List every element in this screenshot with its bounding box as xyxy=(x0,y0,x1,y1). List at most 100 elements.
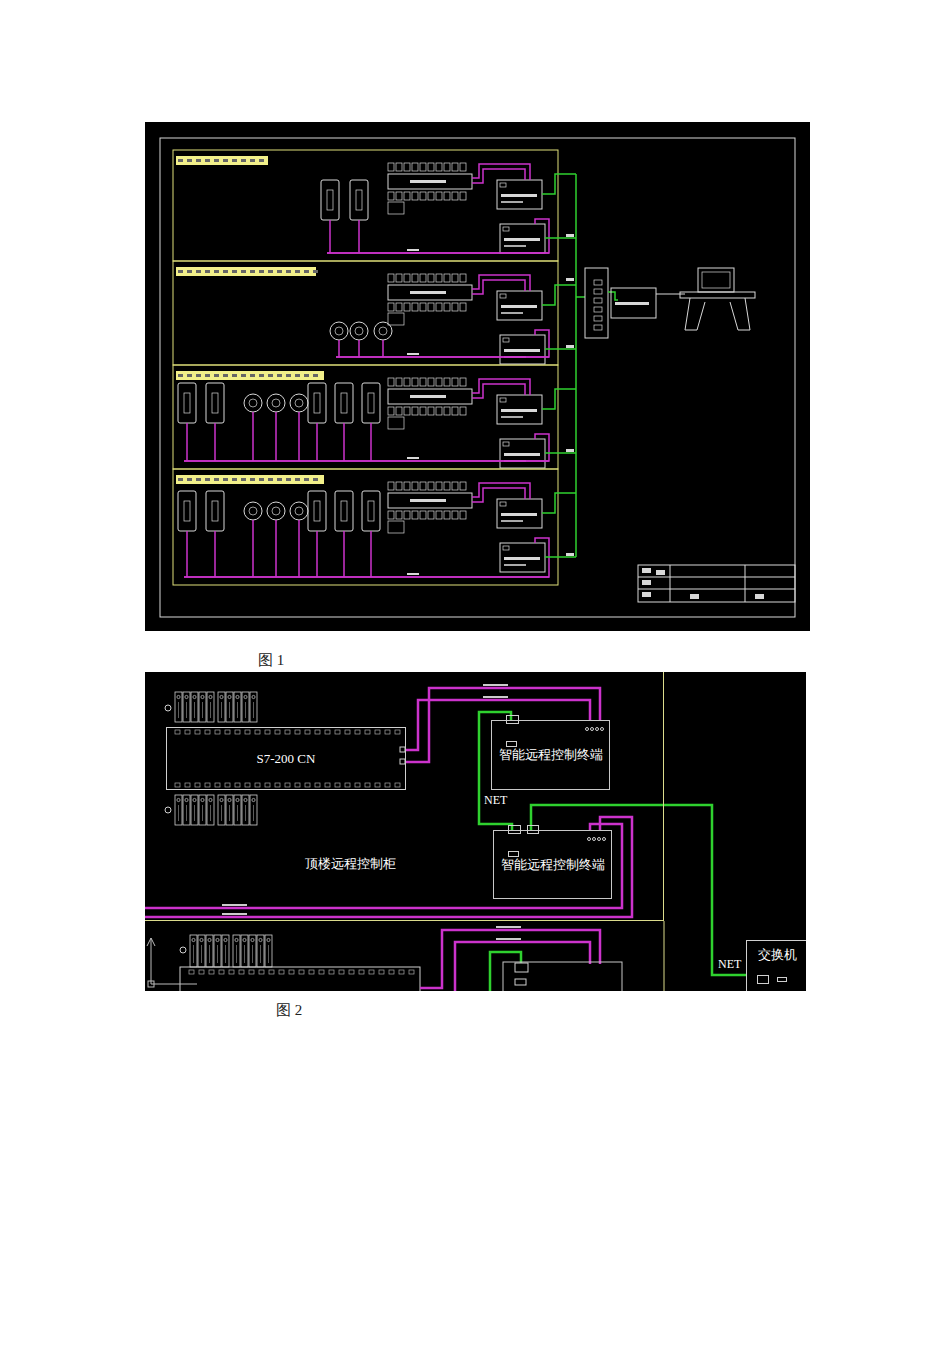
terminal-line xyxy=(202,805,203,821)
terminal-text-bar xyxy=(501,513,537,516)
terminal-line xyxy=(210,805,211,821)
header-dash xyxy=(187,374,192,377)
terminal-screw xyxy=(235,938,238,941)
terminal-block xyxy=(444,274,450,282)
terminal-port xyxy=(503,227,509,231)
plc-pin xyxy=(359,970,364,974)
breaker-symbol xyxy=(165,705,171,711)
terminal-block xyxy=(388,192,394,200)
plc-pin xyxy=(385,783,390,787)
terminal-text-bar xyxy=(504,238,540,241)
terminal-port xyxy=(503,442,509,446)
plc-pin xyxy=(379,970,384,974)
plc-pin xyxy=(265,783,270,787)
plc-pin xyxy=(219,970,224,974)
plc-box: S7-200 CN xyxy=(166,727,406,790)
terminal-screw xyxy=(251,938,254,941)
plc-box-partial xyxy=(180,967,420,991)
terminal-line xyxy=(229,805,230,821)
terminal-block xyxy=(388,482,394,490)
signal-wire xyxy=(472,275,530,291)
terminal-block xyxy=(396,407,402,415)
terminal-block xyxy=(404,303,410,311)
terminal-text-bar xyxy=(501,201,523,203)
terminal-block xyxy=(420,511,426,519)
plc-pin xyxy=(239,970,244,974)
terminal-line xyxy=(237,805,238,821)
terminal-block xyxy=(444,163,450,171)
terminal-line xyxy=(178,702,179,718)
bus-wire xyxy=(184,460,549,462)
terminal-block xyxy=(396,192,402,200)
title-block-mark xyxy=(642,592,651,597)
terminal-block xyxy=(198,935,205,967)
terminal-line xyxy=(194,702,195,718)
terminal-line xyxy=(229,702,230,718)
figure-caption: 图 1 xyxy=(258,651,284,670)
header-dash xyxy=(232,159,237,162)
title-block-mark xyxy=(755,594,764,599)
wire-mark xyxy=(496,926,521,928)
terminal-block xyxy=(396,303,402,311)
terminal-block xyxy=(428,378,434,386)
header-dash xyxy=(196,478,201,481)
terminal-text-bar xyxy=(501,305,537,308)
remote-terminal xyxy=(500,224,545,253)
plc-pin xyxy=(395,783,400,787)
plc-pin xyxy=(319,970,324,974)
plc-label-bar xyxy=(410,395,446,398)
network-wire xyxy=(656,294,685,295)
breaker-symbol xyxy=(165,807,171,813)
wire-mark xyxy=(222,913,247,915)
control-box-symbol xyxy=(362,491,380,531)
control-box-inner xyxy=(341,501,347,521)
wire-label: NET xyxy=(483,793,508,807)
plc-port xyxy=(400,747,405,752)
terminal-screw xyxy=(252,695,255,698)
terminal-block xyxy=(388,378,394,386)
plc-pin xyxy=(295,783,300,787)
terminal-block xyxy=(460,274,466,282)
terminal-block xyxy=(191,692,198,722)
terminal-block xyxy=(396,482,402,490)
header-dash xyxy=(268,270,273,273)
terminal-block xyxy=(428,482,434,490)
terminal-block xyxy=(250,795,257,825)
plc-pin xyxy=(235,783,240,787)
screw-terminal xyxy=(590,727,594,731)
screw-terminal xyxy=(585,727,589,731)
port-symbol xyxy=(527,825,539,834)
terminal-block xyxy=(404,378,410,386)
device-wire xyxy=(338,340,340,357)
control-box-symbol xyxy=(308,383,326,423)
terminal-screw xyxy=(220,798,223,801)
control-box-inner xyxy=(341,393,347,413)
header-dash xyxy=(268,374,273,377)
section-header-bar xyxy=(176,156,268,165)
plc-pin xyxy=(189,970,194,974)
terminal-port xyxy=(500,398,506,402)
plc-pin xyxy=(185,730,190,734)
terminal-line xyxy=(225,945,226,963)
terminal-port xyxy=(515,963,528,972)
header-dash xyxy=(313,374,318,377)
wire-mark xyxy=(407,353,419,355)
terminal-block xyxy=(265,935,272,967)
terminal-block xyxy=(218,692,225,722)
plc-pin xyxy=(375,783,380,787)
title-block-mark xyxy=(656,570,665,575)
cad-drawing-panel: 顶楼远程控制柜S7-200 CN智能远程控制终端智能远程控制终端交换机NETNE… xyxy=(145,672,806,991)
header-dash xyxy=(223,478,228,481)
system-drawing xyxy=(145,122,810,631)
terminal-block xyxy=(452,407,458,415)
header-dash xyxy=(196,159,201,162)
terminal-block xyxy=(404,163,410,171)
header-dash xyxy=(178,478,183,481)
terminal-block xyxy=(436,192,442,200)
terminal-block xyxy=(404,407,410,415)
screw-terminal xyxy=(595,727,599,731)
terminal-block xyxy=(436,482,442,490)
wire-mark xyxy=(566,449,574,452)
plc-label-bar xyxy=(410,180,446,183)
header-dash xyxy=(241,270,246,273)
